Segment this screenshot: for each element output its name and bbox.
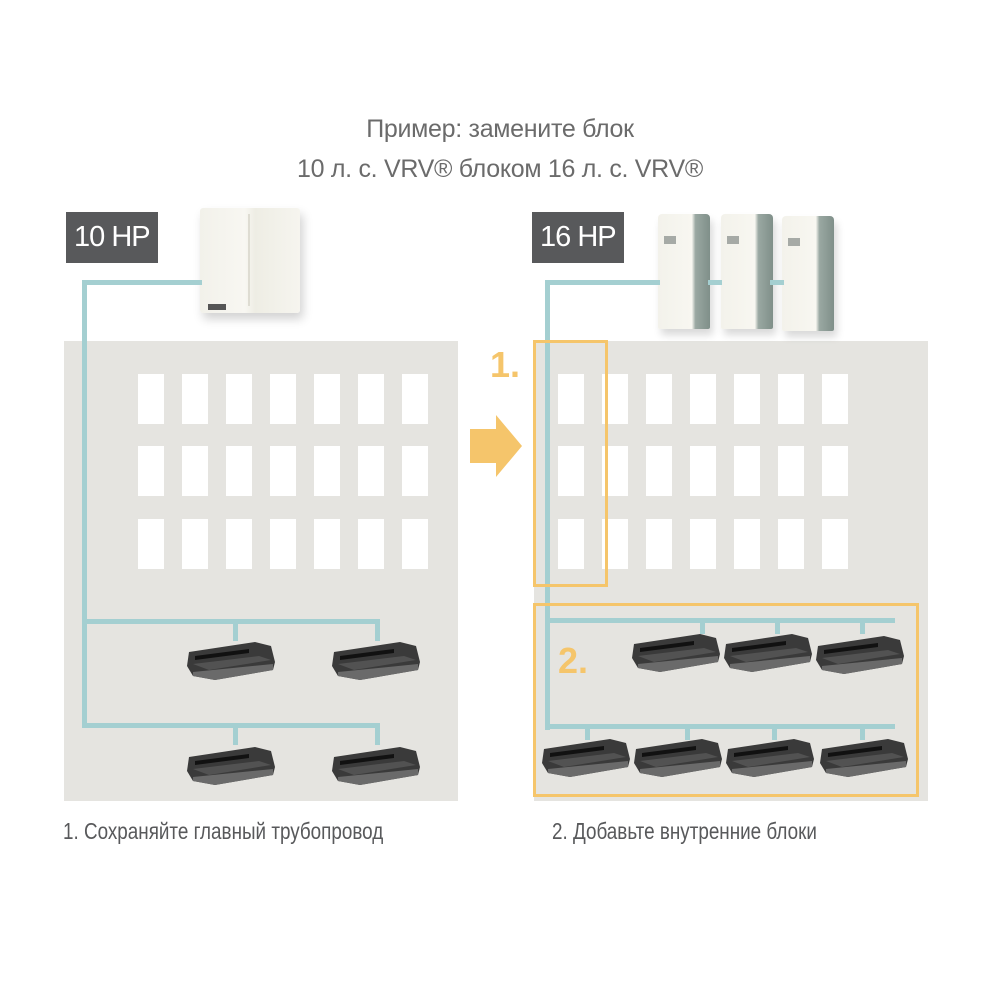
right-drop-pipe — [860, 618, 865, 634]
window — [646, 446, 672, 496]
window — [778, 519, 804, 569]
right-drop-pipe — [772, 724, 777, 740]
title-line-1: Пример: замените блок — [366, 115, 634, 143]
window — [182, 519, 208, 569]
window — [182, 446, 208, 496]
left-hp-label: 10 HP — [66, 212, 158, 263]
outdoor-unit-icon — [782, 216, 834, 331]
ceiling-duct-unit-icon — [818, 735, 908, 777]
left-branch-pipe-2 — [82, 723, 380, 728]
right-connector-pipe — [708, 280, 722, 285]
window — [226, 374, 252, 424]
window — [358, 446, 384, 496]
window — [358, 519, 384, 569]
ceiling-duct-unit-icon — [185, 743, 275, 785]
window — [402, 519, 428, 569]
window — [646, 519, 672, 569]
right-connector-pipe — [770, 280, 784, 285]
window — [138, 446, 164, 496]
right-hp-label: 16 HP — [532, 212, 624, 263]
ceiling-duct-unit-icon — [330, 638, 420, 680]
window — [314, 446, 340, 496]
outdoor-unit-icon — [200, 208, 300, 313]
window — [182, 374, 208, 424]
ceiling-duct-unit-icon — [630, 630, 720, 672]
right-caption: 2. Добавьте внутренние блоки — [552, 818, 817, 844]
right-drop-pipe — [860, 724, 865, 740]
window — [402, 446, 428, 496]
window — [690, 374, 716, 424]
window — [734, 446, 760, 496]
marker-1: 1. — [490, 344, 521, 385]
window — [402, 374, 428, 424]
ceiling-duct-unit-icon — [724, 735, 814, 777]
left-branch-pipe-1 — [82, 619, 380, 624]
window — [558, 446, 584, 496]
ceiling-duct-unit-icon — [540, 735, 630, 777]
left-main-pipe-horizontal — [82, 280, 202, 285]
window — [646, 374, 672, 424]
right-main-pipe-horizontal — [545, 280, 660, 285]
window — [778, 374, 804, 424]
window — [778, 446, 804, 496]
left-drop-pipe — [375, 619, 380, 641]
window — [690, 446, 716, 496]
window — [690, 519, 716, 569]
window — [558, 374, 584, 424]
right-arrow-icon — [470, 415, 522, 477]
right-drop-pipe — [685, 724, 690, 740]
title-line-2: 10 л. с. VRV® блоком 16 л. с. VRV® — [297, 155, 703, 183]
window — [822, 446, 848, 496]
ceiling-duct-unit-icon — [632, 735, 722, 777]
window — [226, 446, 252, 496]
right-drop-pipe — [700, 618, 705, 634]
window — [358, 374, 384, 424]
highlight-box-indoor-units — [533, 603, 919, 797]
left-drop-pipe — [233, 619, 238, 641]
window — [138, 374, 164, 424]
left-caption: 1. Сохраняйте главный трубопровод — [63, 818, 384, 844]
right-drop-pipe — [585, 724, 590, 740]
window — [734, 519, 760, 569]
marker-2: 2. — [558, 640, 589, 681]
ceiling-duct-unit-icon — [185, 638, 275, 680]
highlight-box-main-pipe — [533, 340, 608, 587]
window — [314, 519, 340, 569]
window — [822, 519, 848, 569]
right-branch-pipe-1 — [545, 618, 895, 623]
window — [226, 519, 252, 569]
left-drop-pipe — [233, 723, 238, 745]
outdoor-unit-icon — [658, 214, 710, 329]
right-drop-pipe — [775, 618, 780, 634]
window — [270, 519, 296, 569]
window — [734, 374, 760, 424]
left-drop-pipe — [375, 723, 380, 745]
window — [270, 446, 296, 496]
left-building — [64, 341, 458, 801]
left-main-pipe-vertical — [82, 280, 87, 728]
window — [138, 519, 164, 569]
window — [270, 374, 296, 424]
window — [558, 519, 584, 569]
ceiling-duct-unit-icon — [722, 630, 812, 672]
ceiling-duct-unit-icon — [330, 743, 420, 785]
window — [314, 374, 340, 424]
outdoor-unit-icon — [721, 214, 773, 329]
ceiling-duct-unit-icon — [814, 632, 904, 674]
right-main-pipe-vertical — [545, 280, 550, 730]
window — [822, 374, 848, 424]
right-branch-pipe-2 — [545, 724, 895, 729]
